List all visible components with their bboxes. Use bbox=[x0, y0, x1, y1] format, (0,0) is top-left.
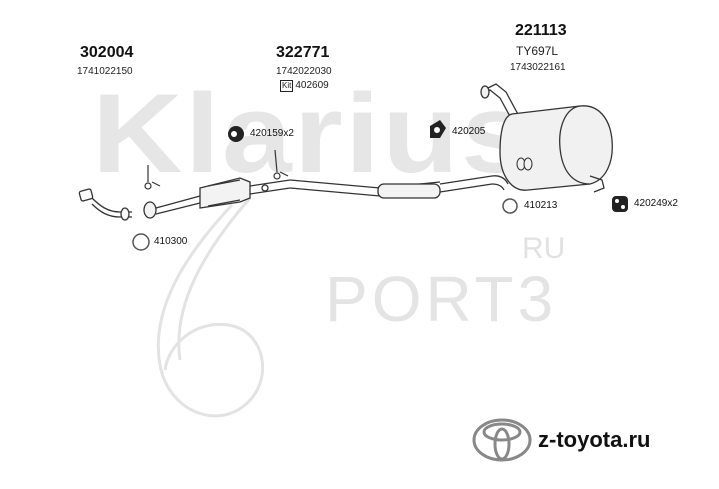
six-watermark-shape bbox=[156, 197, 265, 418]
rear-silencer-drawing bbox=[480, 83, 613, 193]
front-pipe-drawing bbox=[78, 188, 132, 221]
site-url[interactable]: z-toyota.ru bbox=[538, 427, 651, 452]
front-pipe-oem: 1741022150 bbox=[77, 66, 133, 77]
hangers bbox=[144, 149, 289, 190]
front-pipe-code: 302004 bbox=[80, 44, 134, 61]
double-mount-icon bbox=[612, 196, 628, 212]
rear-silencer-oem: 1743022161 bbox=[510, 62, 566, 73]
fitting-label-420205: 420205 bbox=[452, 126, 486, 137]
gasket-ring-icon-410300 bbox=[132, 233, 150, 251]
rear-silencer-code: 221113 bbox=[515, 22, 567, 39]
rear-silencer-model: TY697L bbox=[516, 44, 559, 58]
gasket-ring-icon-410213 bbox=[502, 198, 518, 214]
small-clamp-icon bbox=[516, 157, 533, 171]
ports-watermark: PORT3 bbox=[325, 263, 558, 335]
center-pipe-drawing bbox=[143, 175, 509, 219]
fitting-label-410213: 410213 bbox=[524, 200, 558, 211]
ru-watermark: RU bbox=[522, 232, 566, 265]
hanger-mount-icon bbox=[430, 120, 446, 138]
kit-number: 402609 bbox=[295, 80, 329, 91]
toyota-logo-icon bbox=[472, 418, 532, 462]
klarius-watermark: Klarius bbox=[92, 71, 533, 196]
fitting-label-420159: 420159x2 bbox=[250, 128, 294, 139]
fitting-label-420249: 420249x2 bbox=[634, 198, 678, 209]
kit-badge: Kit bbox=[280, 80, 294, 92]
fitting-label-410300: 410300 bbox=[154, 236, 188, 247]
rubber-mount-icon bbox=[228, 126, 244, 142]
center-pipe-code: 322771 bbox=[276, 44, 330, 61]
center-pipe-oem: 1742022030 bbox=[276, 66, 332, 77]
